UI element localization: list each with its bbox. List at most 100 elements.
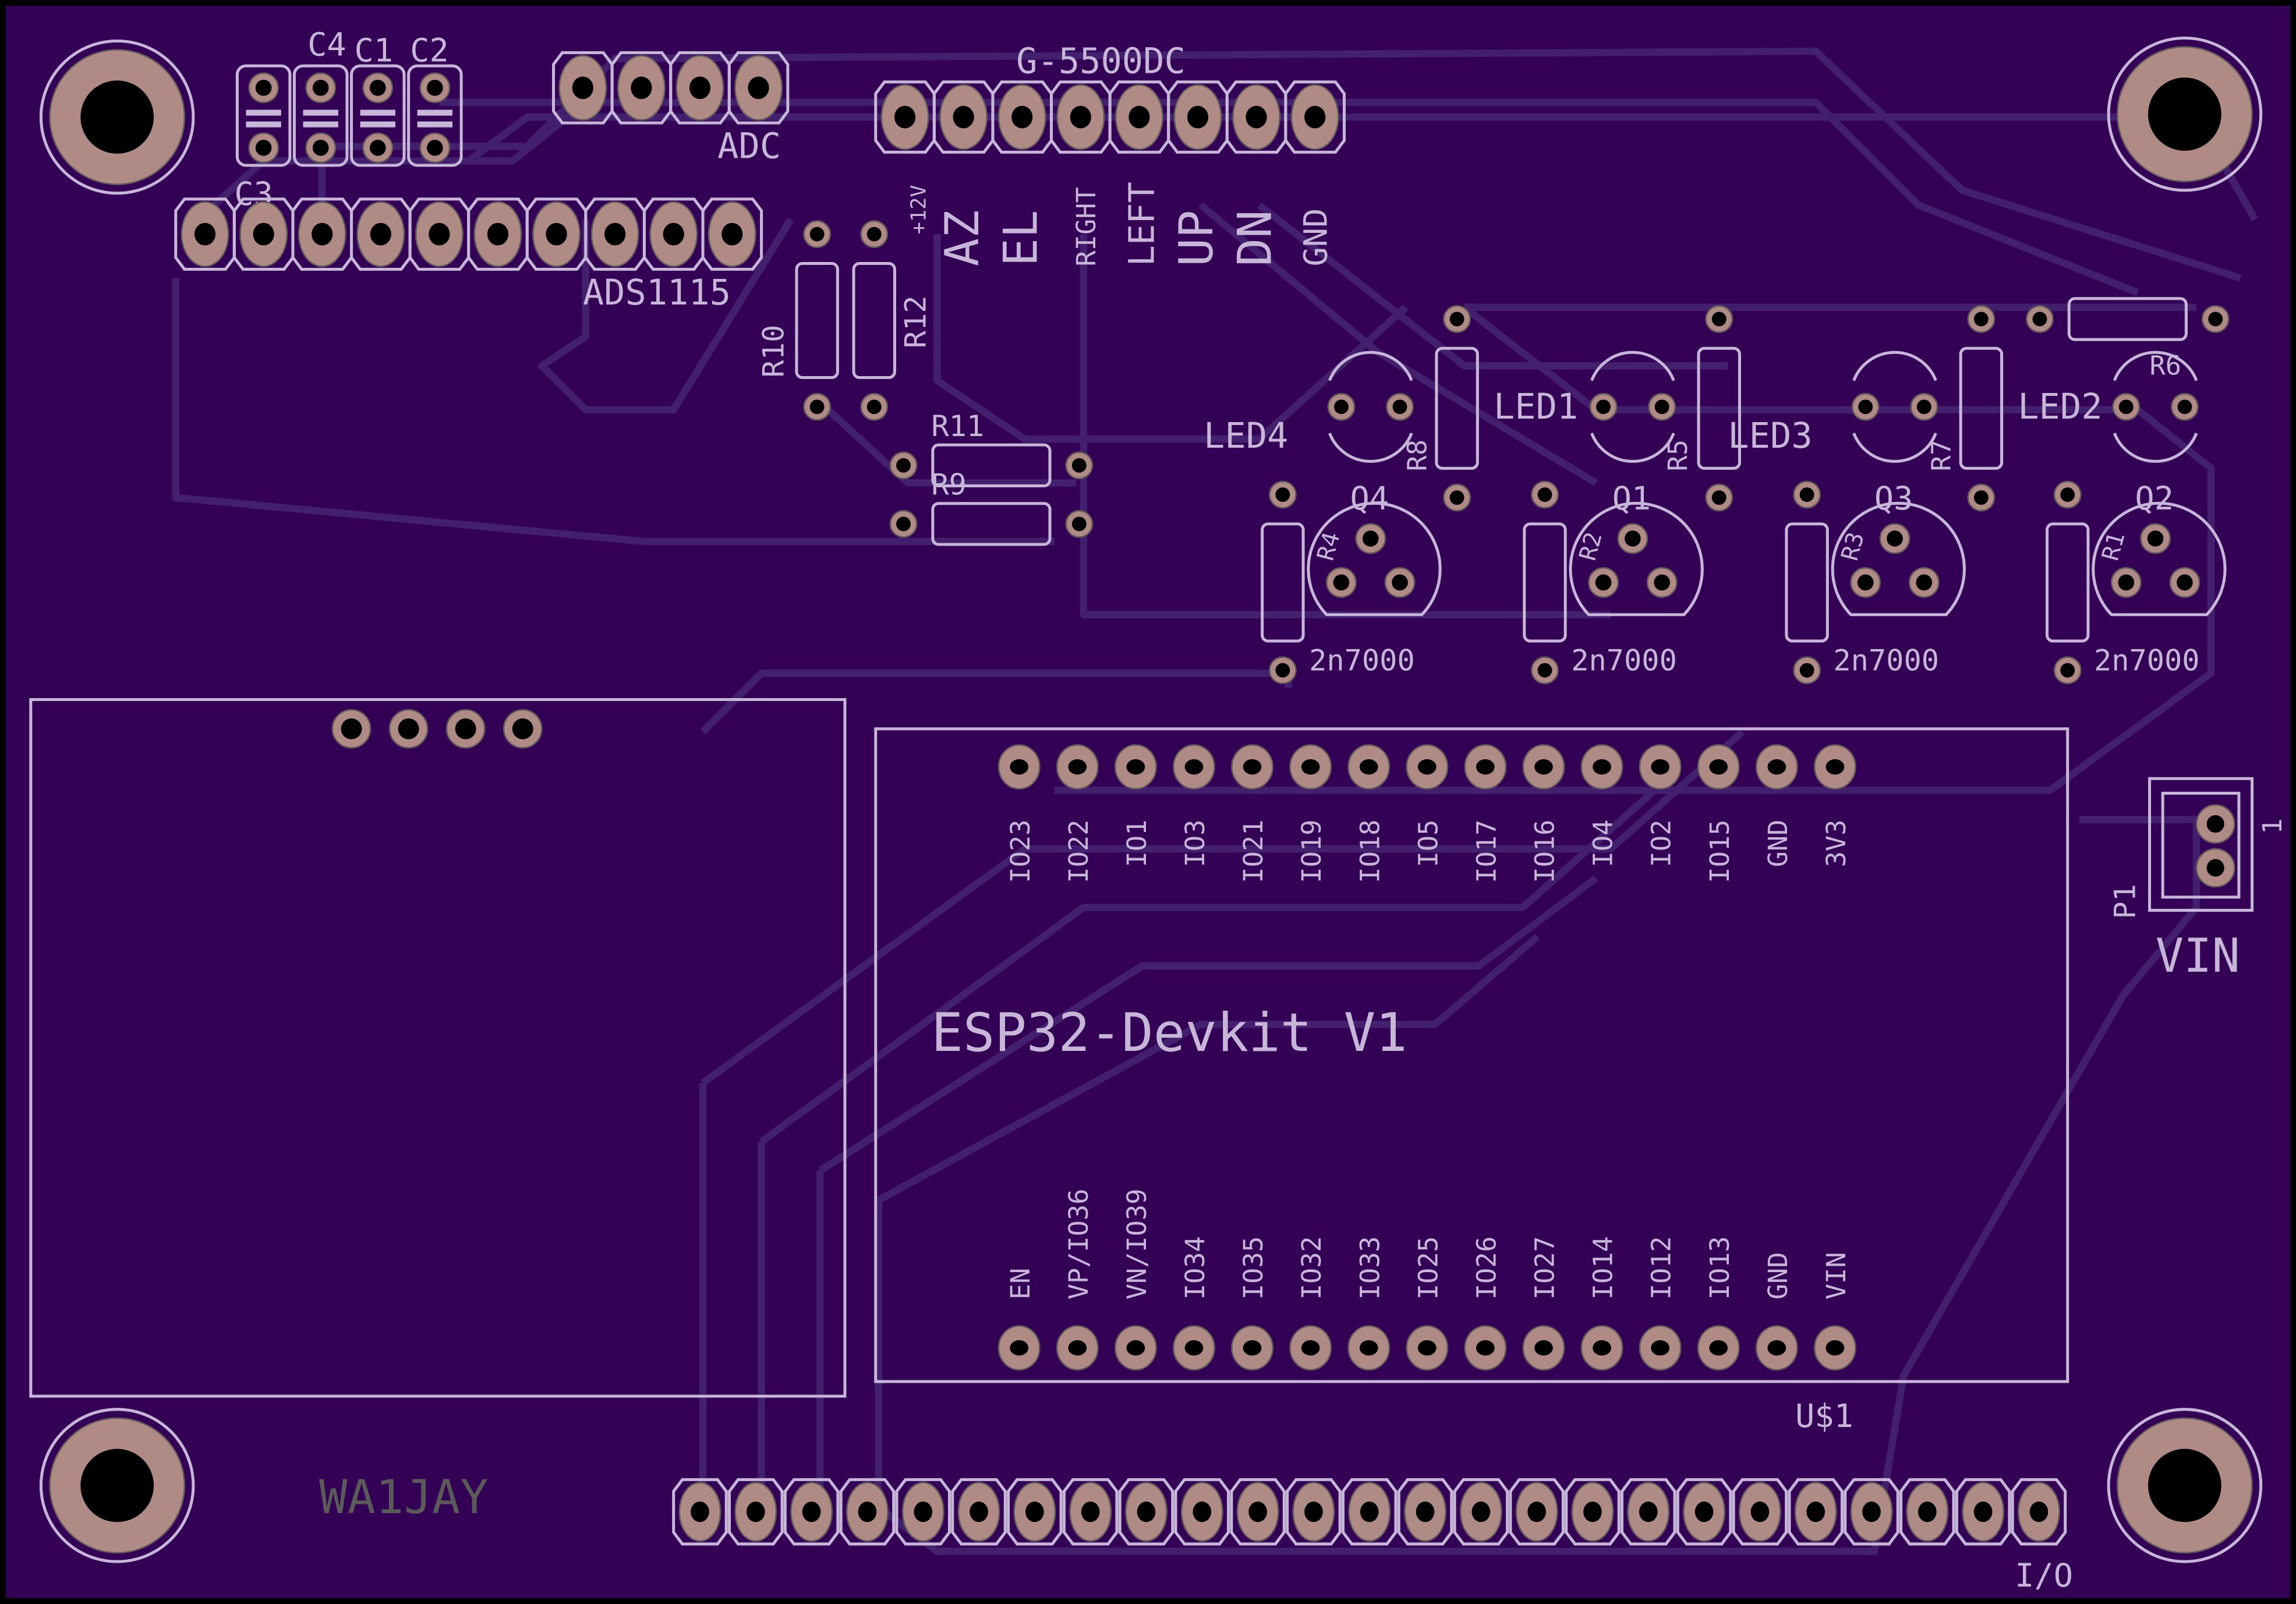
p1-pin1: 1 — [2257, 819, 2288, 834]
io-pin — [1788, 1478, 1844, 1546]
transistor-pad — [2140, 523, 2171, 554]
resistor-r8 — [1435, 305, 1479, 512]
adc-pin — [552, 51, 614, 125]
led-pad — [1851, 392, 1880, 421]
io-pin — [1174, 1478, 1230, 1546]
esp32-pin-io21 — [1231, 744, 1274, 790]
mount-hole-br — [2107, 1408, 2263, 1563]
esp32-pin-io12 — [1639, 1325, 1682, 1371]
transistor-pad — [1617, 523, 1648, 554]
label-led2: LED2 — [2018, 387, 2102, 427]
esp32-pin-io13 — [1697, 1325, 1740, 1371]
transistor-pad — [1384, 567, 1416, 598]
led-pad — [1589, 392, 1618, 421]
resistor-r3 — [1785, 480, 1829, 685]
esp32-top-pin-label: IO23 — [1005, 820, 1036, 883]
io-pin — [1844, 1478, 1899, 1546]
esp32-pin-gnd — [1755, 744, 1798, 790]
label-led4: LED4 — [1204, 416, 1288, 456]
esp32-pin-io27 — [1522, 1325, 1565, 1371]
cap-pad — [362, 132, 394, 164]
esp32-top-pin-label: IO5 — [1413, 820, 1444, 867]
label-part-q3: 2n7000 — [1833, 643, 1939, 677]
esp32-pin-vin — [1813, 1325, 1856, 1371]
label-led3: LED3 — [1728, 416, 1812, 456]
esp32-pin-io22 — [1056, 744, 1099, 790]
g5500dc-pin-label: EL — [993, 210, 1048, 267]
label-q4: Q4 — [1350, 480, 1389, 518]
io-pin — [1118, 1478, 1174, 1546]
g5500dc-pin — [1167, 80, 1229, 154]
esp32-pin-io1 — [1114, 744, 1157, 790]
led2 — [2112, 350, 2199, 463]
esp32-pin-io33 — [1347, 1325, 1391, 1371]
resistor-pad — [2201, 305, 2230, 333]
esp32-pin-io18 — [1347, 744, 1391, 790]
p1-vin-label: VIN — [2156, 928, 2240, 983]
display-module-outline — [29, 698, 847, 1398]
resistors — [795, 220, 2230, 685]
esp32-bottom-pin-label: VN/IO39 — [1122, 1188, 1152, 1300]
resistor-r12 — [852, 220, 896, 421]
esp32-bottom-pin-label: VP/IO36 — [1063, 1188, 1094, 1300]
esp32-top-pin-label: IO1 — [1122, 820, 1152, 867]
mount-hole-tr — [2107, 36, 2263, 192]
io-pin — [1676, 1478, 1732, 1546]
resistor-pad — [1705, 305, 1734, 333]
label-q2: Q2 — [2135, 480, 2174, 518]
io-pin — [1230, 1478, 1286, 1546]
transistor-q2 — [2092, 501, 2227, 617]
esp32-pin-en — [997, 1325, 1041, 1371]
capacitors — [235, 64, 463, 167]
esp32-bottom-pin-label: IO27 — [1530, 1236, 1561, 1300]
led4 — [1327, 350, 1414, 463]
transistor-pad — [1908, 567, 1940, 598]
led-pad — [1386, 392, 1414, 421]
esp32-bottom-pin-label: IO13 — [1704, 1236, 1735, 1300]
io-pin — [895, 1478, 951, 1546]
esp32-top-pin-label: 3V3 — [1821, 820, 1852, 867]
label-led1: LED1 — [1494, 387, 1578, 427]
g5500dc-label: G-5500DC — [1016, 41, 1186, 82]
io-pin — [1565, 1478, 1621, 1546]
g5500dc-pin — [1284, 80, 1346, 154]
io-pin — [2011, 1478, 2067, 1546]
ads1115-pin — [467, 197, 529, 271]
leds — [1327, 350, 2199, 463]
label-r8: R8 — [1402, 440, 1432, 471]
ads1115-pin — [174, 197, 236, 271]
resistor-pad — [1443, 483, 1471, 512]
resistor-r7 — [1959, 305, 2004, 512]
esp32-pin-3v3 — [1813, 744, 1856, 790]
adc-header — [552, 51, 790, 125]
display-pin — [331, 709, 372, 749]
g5500dc-pin-label: AZ — [935, 210, 989, 267]
transistor-pad — [2169, 567, 2201, 598]
display-pin — [445, 709, 486, 749]
g5500dc-pin-label: +12V — [907, 185, 931, 234]
transistor-pad — [1588, 567, 1619, 598]
resistor-pad — [1268, 656, 1297, 685]
mount-holes — [39, 36, 2263, 1563]
esp32-bottom-pin-label: EN — [1005, 1268, 1036, 1300]
esp32-top-pin-label: IO15 — [1704, 820, 1735, 883]
cap-pad — [362, 72, 394, 104]
esp32-pin-vp-io36 — [1056, 1325, 1099, 1371]
esp32-pin-io26 — [1464, 1325, 1507, 1371]
label-r12: R12 — [898, 295, 932, 348]
led1 — [1589, 350, 1676, 463]
io-pin — [1062, 1478, 1119, 1546]
esp32-pin-io35 — [1231, 1325, 1274, 1371]
io-pin — [1732, 1478, 1788, 1546]
adc-label: ADC — [717, 126, 781, 167]
mount-hole-tl — [39, 39, 195, 195]
resistor-pad — [860, 220, 889, 249]
cap-label-c4: C4 — [307, 27, 346, 64]
cap-pad — [248, 72, 280, 104]
io-pin — [1453, 1478, 1509, 1546]
transistor-pad — [1326, 567, 1357, 598]
led-pad — [2112, 392, 2141, 421]
esp32-pin-io5 — [1406, 744, 1449, 790]
